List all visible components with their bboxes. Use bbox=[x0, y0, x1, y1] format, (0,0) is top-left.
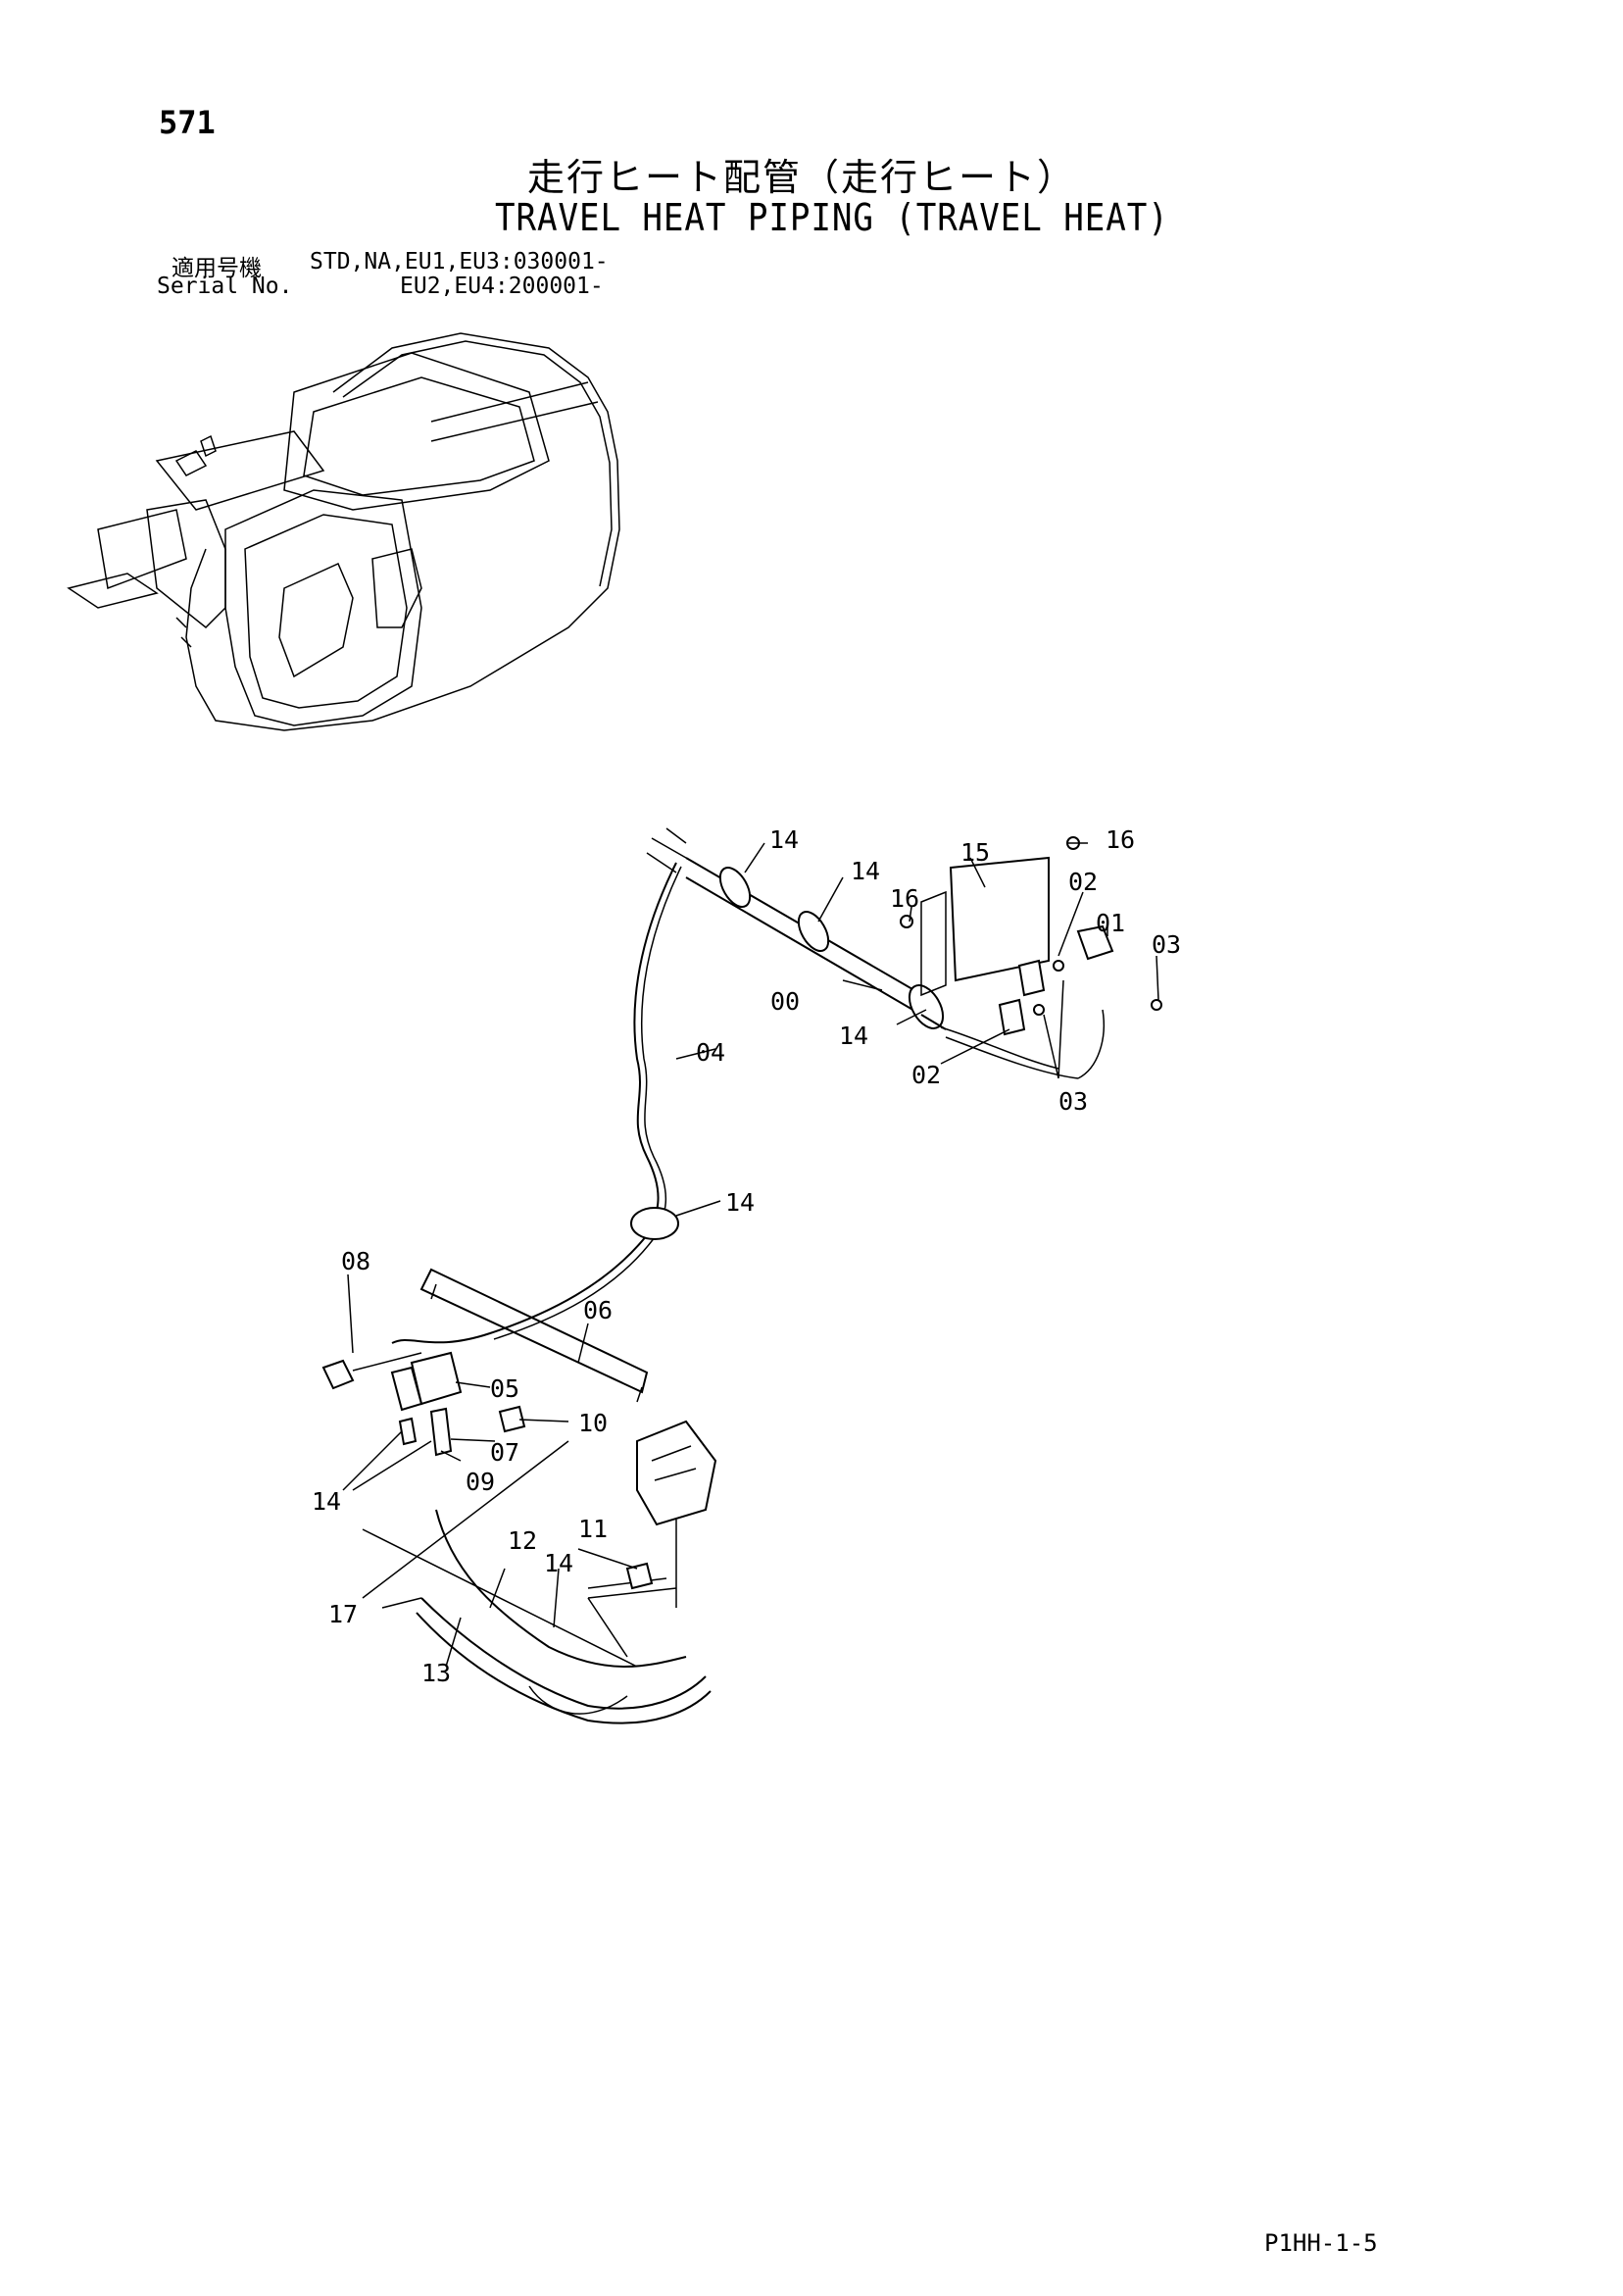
hoses-12-13-17 bbox=[362, 1440, 712, 1724]
callout-14f: 14 bbox=[544, 1549, 573, 1577]
control-valve bbox=[636, 1420, 717, 1608]
callout-14d: 14 bbox=[725, 1188, 755, 1217]
callout-04: 04 bbox=[696, 1038, 725, 1067]
serial-label-english: Serial No. bbox=[157, 274, 293, 299]
valve-assembly bbox=[321, 1351, 526, 1457]
callout-14c: 14 bbox=[839, 1022, 868, 1050]
hose-04 bbox=[391, 862, 677, 1344]
callout-02a: 02 bbox=[1068, 868, 1098, 896]
serial-range-line-1: STD,NA,EU1,EU3:030001- bbox=[310, 249, 609, 275]
serial-label-japanese: 適用号機 bbox=[172, 256, 262, 281]
callout-02b: 02 bbox=[911, 1061, 941, 1089]
callout-08: 08 bbox=[341, 1247, 370, 1275]
callout-14e: 14 bbox=[312, 1487, 341, 1516]
callout-06: 06 bbox=[583, 1296, 613, 1324]
title-japanese: 走行ヒート配管（走行ヒート） bbox=[527, 156, 1077, 199]
heater-tube-assembly bbox=[646, 827, 1162, 1079]
callout-11: 11 bbox=[578, 1515, 608, 1543]
callout-01: 01 bbox=[1096, 909, 1125, 937]
serial-range-line-2: EU2,EU4:200001- bbox=[400, 274, 604, 299]
callout-03a: 03 bbox=[1152, 930, 1181, 959]
callout-12: 12 bbox=[508, 1526, 537, 1555]
callout-13: 13 bbox=[421, 1659, 451, 1687]
callout-17: 17 bbox=[328, 1600, 358, 1628]
callout-14a: 14 bbox=[769, 825, 799, 854]
callout-09: 09 bbox=[466, 1468, 495, 1496]
clamp-14-mid bbox=[630, 1207, 679, 1240]
callout-16b: 16 bbox=[890, 884, 919, 913]
bracket-06 bbox=[419, 1268, 649, 1394]
callout-16a: 16 bbox=[1106, 825, 1135, 854]
title-english: TRAVEL HEAT PIPING (TRAVEL HEAT) bbox=[495, 196, 1169, 239]
callout-10: 10 bbox=[578, 1409, 608, 1437]
footer-page-code: P1HH-1-5 bbox=[1264, 2229, 1378, 2257]
callout-14b: 14 bbox=[851, 857, 880, 885]
leader-lines bbox=[342, 842, 1159, 1668]
callout-03b: 03 bbox=[1058, 1087, 1088, 1116]
callout-15: 15 bbox=[960, 838, 990, 867]
machine-overview-illustration bbox=[67, 332, 620, 731]
callout-07: 07 bbox=[490, 1438, 519, 1467]
callout-labels: 14 14 15 16 16 02 01 03 00 14 02 03 04 1… bbox=[312, 825, 1181, 1687]
page-number: 571 bbox=[159, 104, 216, 141]
callout-00: 00 bbox=[770, 987, 800, 1016]
callout-05: 05 bbox=[490, 1374, 519, 1403]
